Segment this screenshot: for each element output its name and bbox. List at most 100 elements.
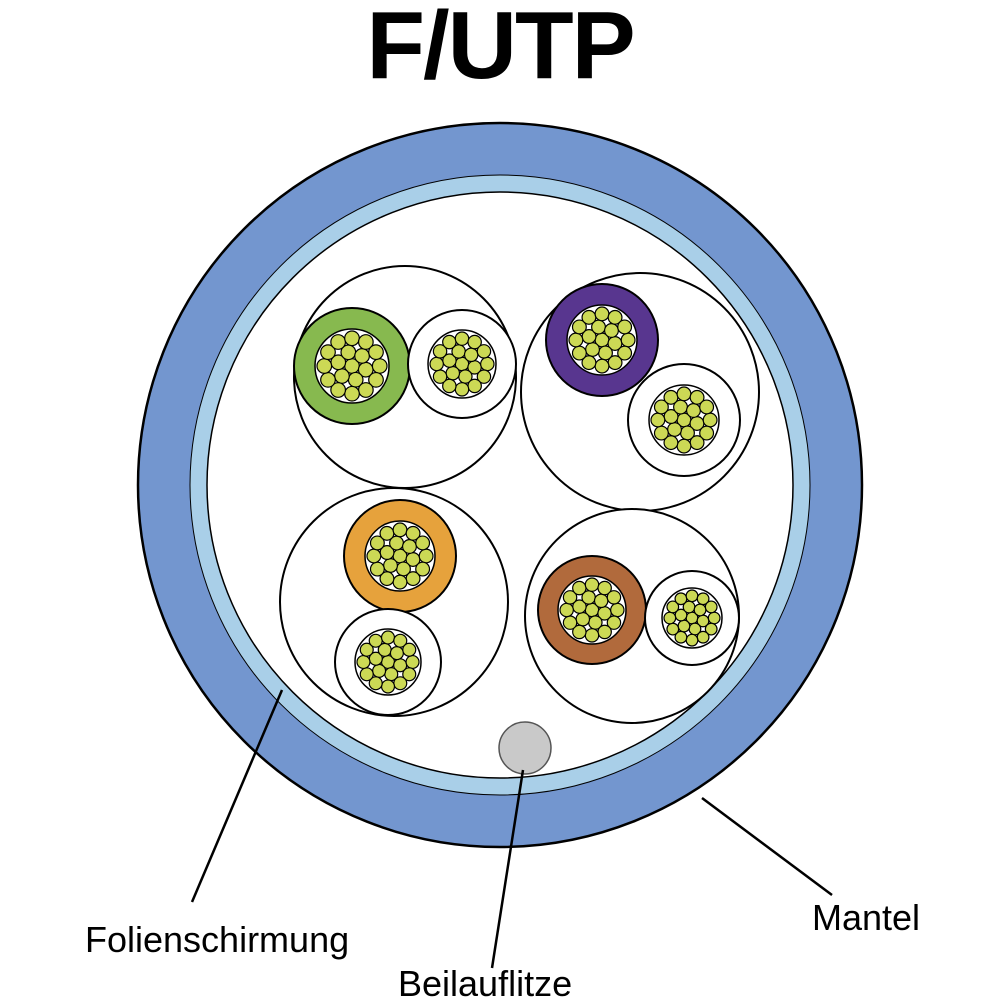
conductor-strand — [368, 633, 383, 648]
conductor-strand — [663, 435, 679, 451]
label-foil-shield: Folienschirmung — [85, 919, 349, 960]
conductor-strand — [368, 371, 384, 388]
conductor-strand — [674, 592, 688, 606]
conductor-strand — [402, 539, 417, 554]
conductor-strand — [653, 399, 669, 415]
wire-strand-bundle — [568, 306, 636, 374]
conductor-strand — [316, 358, 333, 374]
conductor-strand — [571, 345, 587, 361]
conductor-strand — [356, 654, 371, 670]
conductor-strand — [610, 602, 625, 618]
conductor-strand — [354, 348, 370, 364]
conductor-strand — [572, 580, 587, 596]
conductor-strand — [380, 630, 396, 645]
conductor-strand — [359, 667, 374, 682]
conductor-strand — [676, 438, 692, 454]
conductor-strand — [653, 425, 669, 441]
conductor-strand — [597, 624, 612, 640]
conductor-strand — [402, 642, 417, 657]
cable-cross-section — [136, 121, 864, 849]
wire-strand-bundle — [663, 589, 721, 647]
conductor-strand — [666, 622, 680, 636]
conductor-strand — [620, 332, 636, 348]
conductor-strand — [676, 386, 692, 402]
conductor-strand — [476, 369, 492, 384]
conductor-strand — [699, 399, 715, 415]
conductor-strand — [320, 371, 336, 388]
conductor-strand — [380, 679, 396, 694]
conductor-strand — [369, 561, 385, 577]
conductor-strand — [369, 535, 385, 551]
conductor-strand — [415, 561, 431, 577]
conductor-strand — [594, 306, 610, 322]
conductor-strand — [344, 385, 360, 402]
conductor-strand — [392, 574, 408, 590]
conductor-strand — [702, 412, 718, 428]
conductor-strand — [584, 577, 600, 592]
conductor-strand — [379, 571, 395, 587]
conductor-strand — [568, 332, 584, 348]
wire-violet — [545, 283, 659, 397]
wire-white — [407, 309, 517, 419]
conductor-strand — [432, 344, 448, 359]
conductor-strand — [559, 602, 574, 618]
conductor-strand — [594, 358, 610, 374]
twisted-pair-green — [293, 265, 517, 489]
conductor-strand — [562, 615, 578, 630]
conductor-strand — [584, 628, 600, 643]
conductor-strand — [418, 548, 434, 564]
conductor-strand — [392, 522, 408, 538]
conductor-strand — [604, 323, 619, 338]
conductor-strand — [368, 676, 383, 691]
wire-orange — [343, 499, 457, 613]
conductor-strand — [597, 580, 612, 596]
wire-strand-bundle — [650, 386, 718, 454]
conductor-strand — [617, 319, 633, 335]
conductor-strand — [467, 378, 482, 394]
conductor-strand — [581, 309, 597, 325]
conductor-strand — [699, 425, 715, 441]
label-jacket: Mantel — [812, 897, 920, 938]
conductor-strand — [371, 358, 388, 374]
conductor-strand — [689, 435, 705, 451]
conductor-strand — [607, 309, 623, 325]
label-drain-wire: Beilauflitze — [398, 963, 572, 1000]
conductor-strand — [405, 525, 421, 541]
conductor-strand — [372, 663, 387, 678]
conductor-strand — [674, 630, 688, 644]
conductor-strand — [571, 319, 587, 335]
conductor-strand — [696, 630, 710, 644]
wire-brown — [537, 555, 647, 665]
conductor-strand — [320, 344, 336, 361]
twisted-pair-violet — [520, 272, 760, 512]
leader-line-foil-shield — [190, 689, 284, 903]
conductor-strand — [429, 356, 444, 372]
conductor-strand — [445, 365, 461, 381]
conductor-strand — [379, 525, 395, 541]
conductor-strand — [357, 334, 374, 350]
conductor-strand — [442, 334, 457, 350]
conductor-strand — [330, 382, 347, 398]
twisted-pair-brown — [524, 508, 740, 724]
conductor-strand — [405, 571, 421, 587]
conductor-strand — [686, 403, 701, 418]
drain-wire-circle — [498, 721, 552, 775]
conductor-strand — [480, 356, 495, 372]
wire-strand-bundle — [356, 630, 420, 694]
wire-strand-bundle — [316, 330, 388, 402]
conductor-strand — [617, 345, 633, 361]
conductor-strand — [467, 334, 482, 350]
conductor-strand — [330, 334, 347, 350]
conductor-strand — [685, 633, 699, 647]
conductor-strand — [693, 603, 707, 617]
conductor-strand — [667, 422, 682, 437]
conductor-strand — [606, 615, 622, 630]
wire-green — [293, 307, 411, 425]
conductor-strand — [463, 347, 479, 363]
conductor-strand — [575, 611, 591, 627]
conductor-strand — [593, 593, 609, 609]
conductor-strand — [606, 590, 622, 605]
conductor-strand — [685, 589, 699, 603]
